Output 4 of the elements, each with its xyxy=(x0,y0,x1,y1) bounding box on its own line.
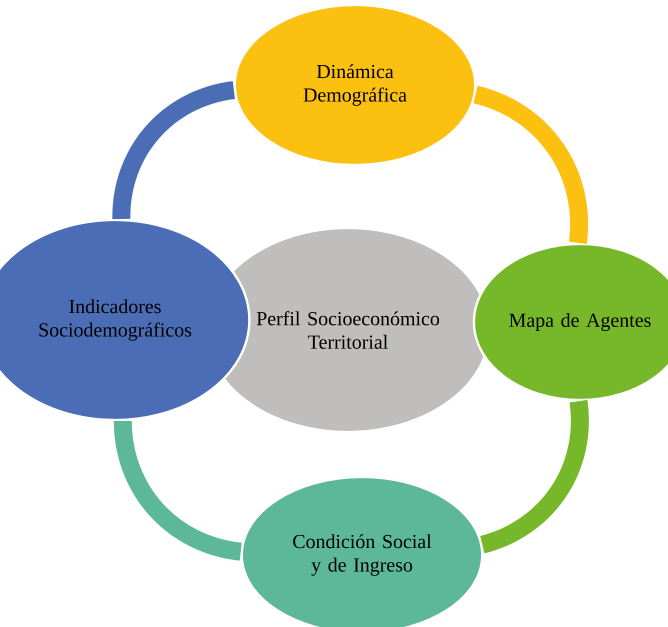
ring-arc xyxy=(112,81,236,220)
ring-arc xyxy=(480,400,589,554)
ring-arc xyxy=(472,86,588,244)
ring-arc xyxy=(114,420,242,561)
